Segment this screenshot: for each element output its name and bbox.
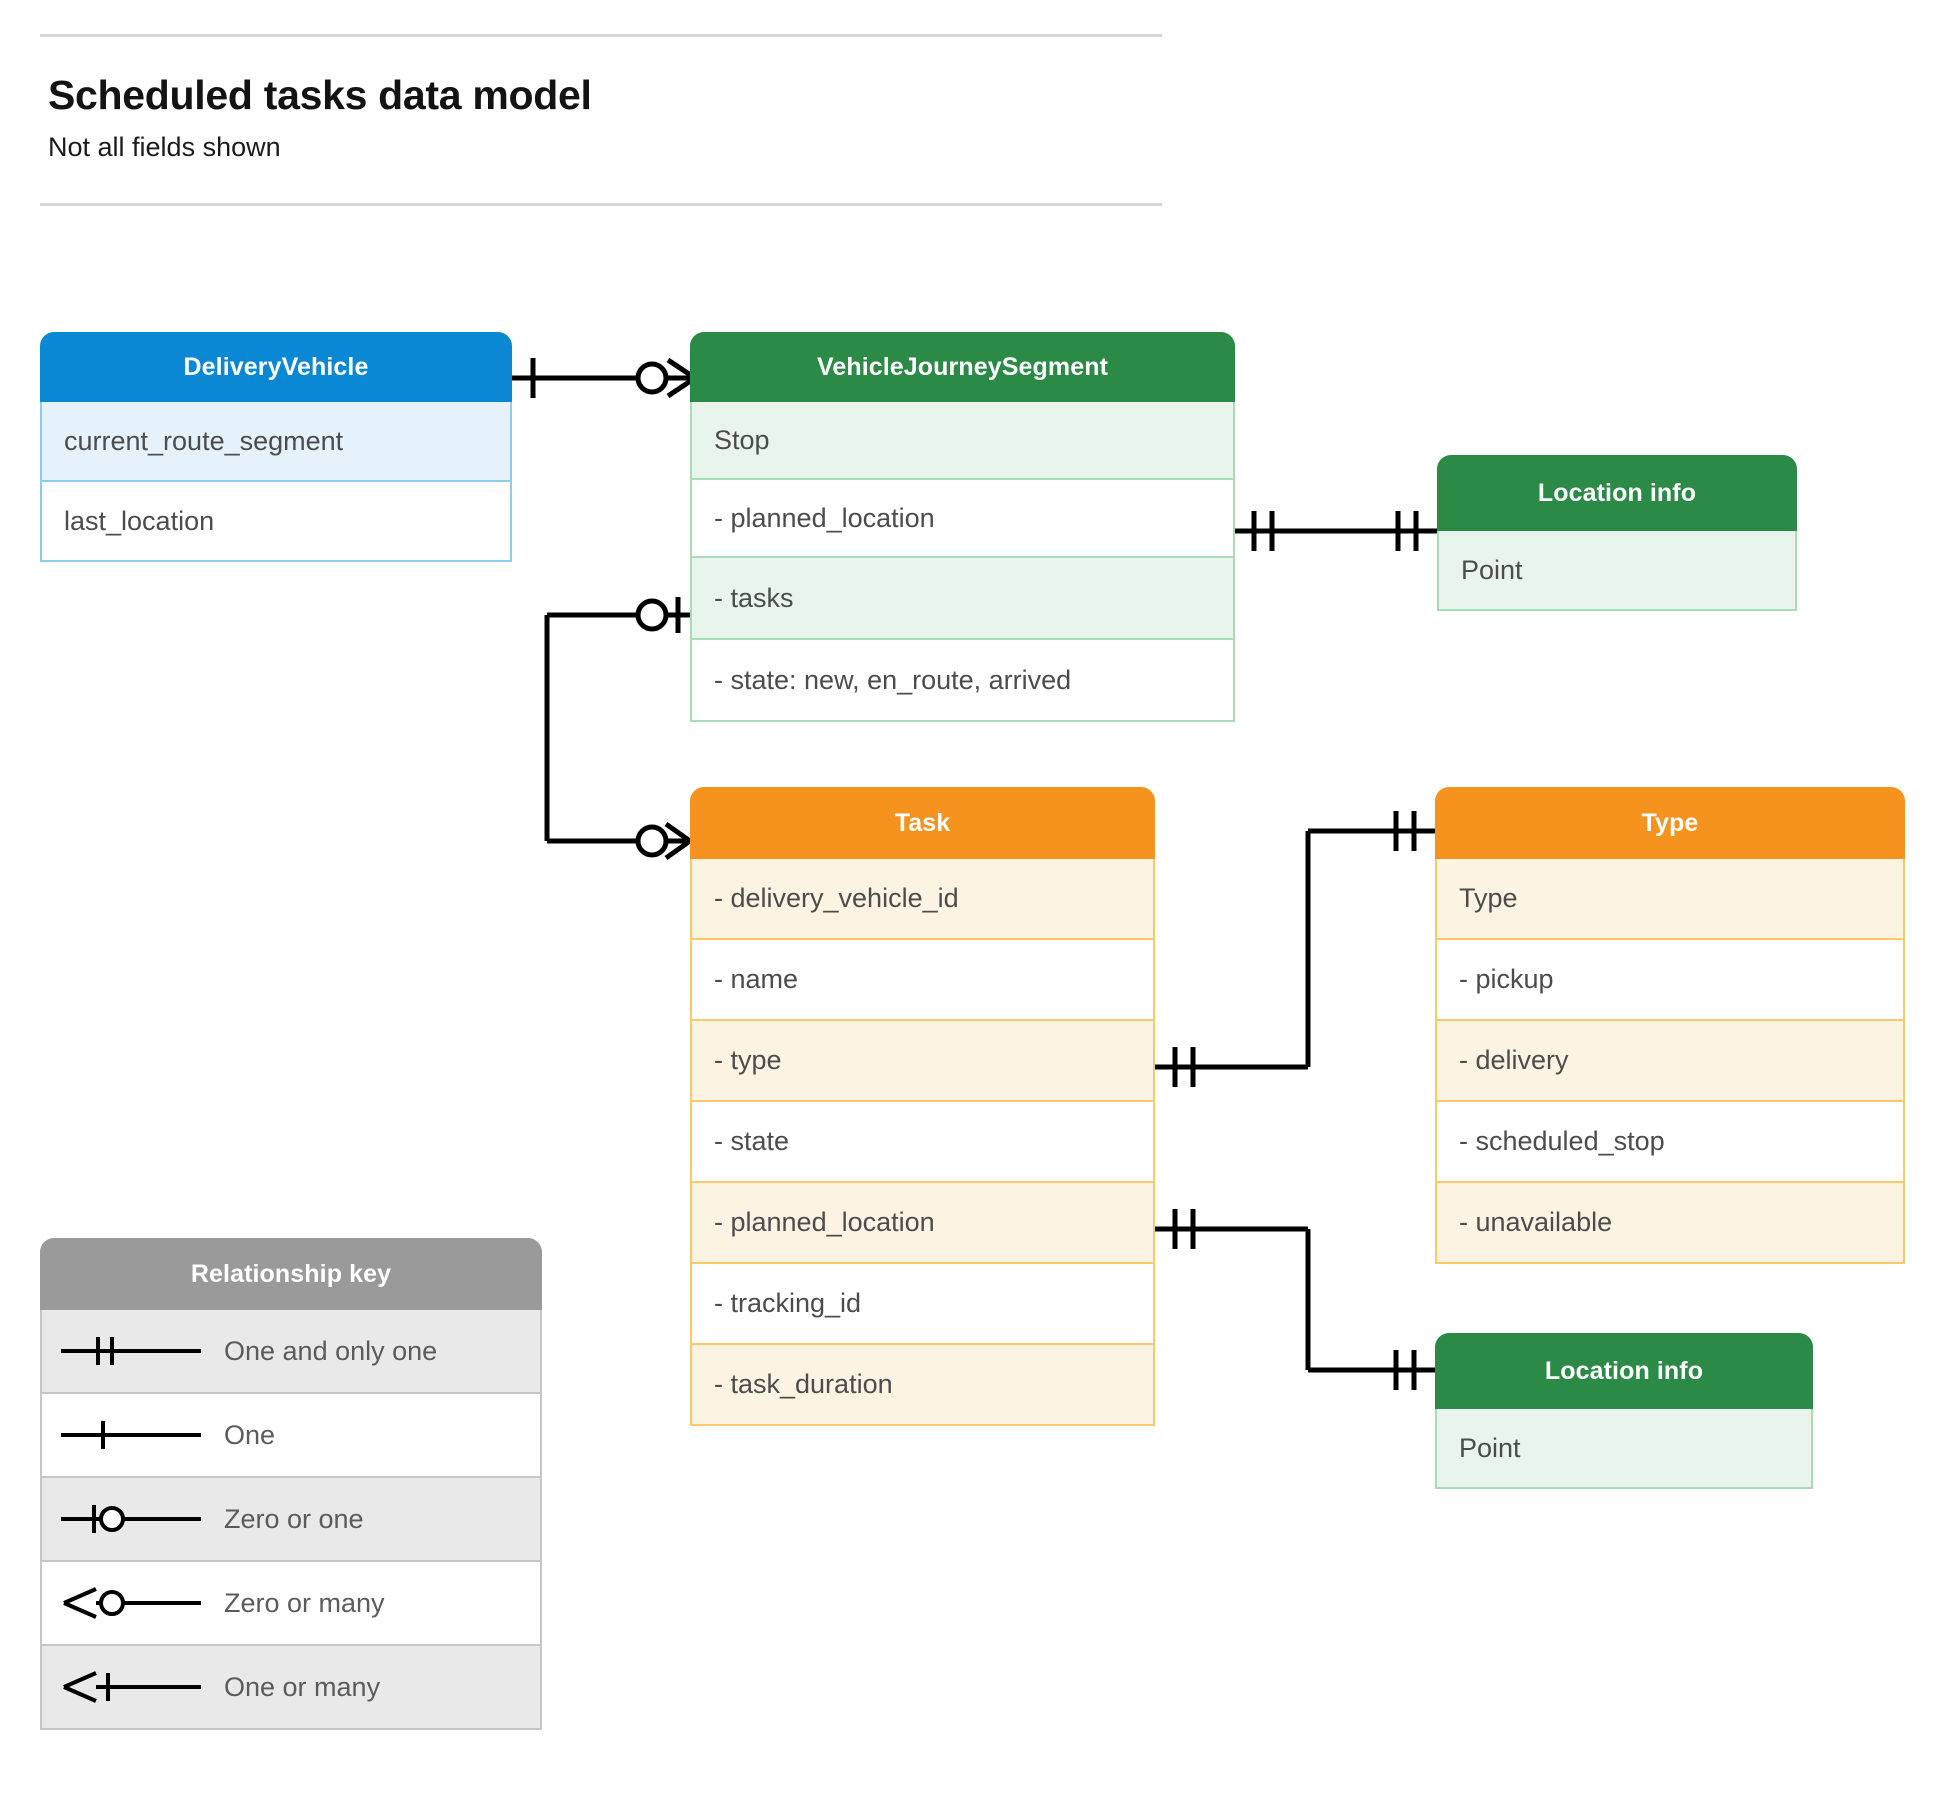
legend-item-zero-or-one[interactable]: Zero or one (40, 1478, 542, 1562)
entity-location-info-top[interactable]: Location info Point (1437, 455, 1797, 611)
legend-label-zero-or-many: Zero or many (224, 1587, 385, 1618)
entity-row-state[interactable]: - state: new, en_route, arrived (690, 640, 1235, 722)
entity-vehicle-journey-segment[interactable]: VehicleJourneySegment Stop - planned_loc… (690, 332, 1235, 722)
entity-row-point-bottom[interactable]: Point (1435, 1409, 1813, 1489)
entity-location-info-top-header: Location info (1437, 455, 1797, 531)
legend-label-zero-or-one: Zero or one (224, 1503, 364, 1534)
page-subtitle: Not all fields shown (48, 132, 281, 162)
entity-row-tracking-id[interactable]: - tracking_id (690, 1264, 1155, 1345)
legend-label-one: One (224, 1419, 276, 1450)
entity-type[interactable]: Type Type - pickup - delivery - schedule… (1435, 787, 1905, 1264)
zero-or-one-icon (56, 1499, 206, 1539)
entity-location-info-bottom[interactable]: Location info Point (1435, 1333, 1813, 1489)
entity-row-scheduled-stop[interactable]: - scheduled_stop (1435, 1102, 1905, 1183)
legend-label-one-or-many: One or many (224, 1671, 381, 1702)
entity-delivery-vehicle-header: DeliveryVehicle (40, 332, 512, 402)
entity-row-name[interactable]: - name (690, 940, 1155, 1021)
entity-row-planned-location-task[interactable]: - planned_location (690, 1183, 1155, 1264)
entity-row-delivery[interactable]: - delivery (1435, 1021, 1905, 1102)
legend-item-zero-or-many[interactable]: Zero or many (40, 1562, 542, 1646)
entity-row-current-route-segment[interactable]: current_route_segment (40, 402, 512, 482)
entity-row-point-top[interactable]: Point (1437, 531, 1797, 611)
entity-row-unavailable[interactable]: - unavailable (1435, 1183, 1905, 1264)
entity-row-delivery-vehicle-id[interactable]: - delivery_vehicle_id (690, 859, 1155, 940)
entity-delivery-vehicle[interactable]: DeliveryVehicle current_route_segment la… (40, 332, 512, 562)
entity-row-type-field[interactable]: Type (1435, 859, 1905, 940)
legend-label-one-and-only-one: One and only one (224, 1335, 438, 1366)
one-icon (56, 1415, 206, 1455)
entity-task[interactable]: Task - delivery_vehicle_id - name - type… (690, 787, 1155, 1426)
one-or-many-icon (56, 1667, 206, 1707)
entity-row-pickup[interactable]: - pickup (1435, 940, 1905, 1021)
entity-task-header: Task (690, 787, 1155, 859)
relationship-key-header: Relationship key (40, 1238, 542, 1310)
legend-item-one-or-many[interactable]: One or many (40, 1646, 542, 1730)
legend-item-one-and-only-one[interactable]: One and only one (40, 1310, 542, 1394)
entity-row-planned-location[interactable]: - planned_location (690, 480, 1235, 558)
header-divider-bottom (40, 203, 1162, 206)
one-and-only-one-icon (56, 1331, 206, 1371)
entity-location-info-bottom-header: Location info (1435, 1333, 1813, 1409)
entity-row-tasks[interactable]: - tasks (690, 558, 1235, 640)
entity-row-state-task[interactable]: - state (690, 1102, 1155, 1183)
entity-row-last-location[interactable]: last_location (40, 482, 512, 562)
entity-type-header: Type (1435, 787, 1905, 859)
zero-or-many-icon (56, 1583, 206, 1623)
legend-item-one[interactable]: One (40, 1394, 542, 1478)
header-divider-top (40, 34, 1162, 37)
page-title: Scheduled tasks data model (48, 72, 592, 118)
entity-row-type[interactable]: - type (690, 1021, 1155, 1102)
relationship-key-legend[interactable]: Relationship key One and only one (40, 1238, 542, 1730)
entity-vehicle-journey-segment-header: VehicleJourneySegment (690, 332, 1235, 402)
entity-row-task-duration[interactable]: - task_duration (690, 1345, 1155, 1426)
entity-row-stop[interactable]: Stop (690, 402, 1235, 480)
